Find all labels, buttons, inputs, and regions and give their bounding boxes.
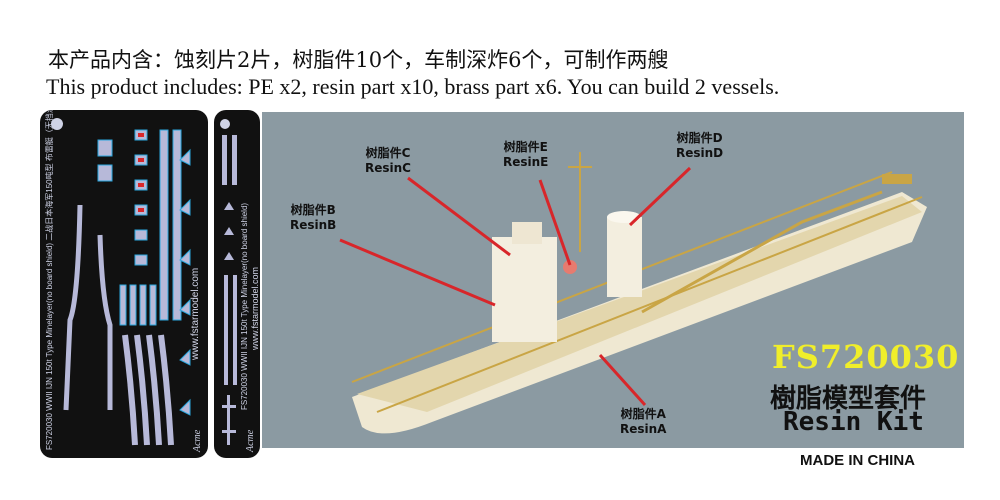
- kit-title-cn: 樹脂模型套件: [770, 384, 927, 414]
- header-english: This product includes: PE x2, resin part…: [46, 74, 780, 99]
- callout-line-c: [407, 176, 511, 257]
- header-chinese: 本产品内含：蚀刻片2片，树脂件10个，车制深炸6个，可制作两艘: [48, 48, 669, 72]
- kit-title-en: Resin Kit: [783, 407, 924, 437]
- callout-line-a: [598, 353, 647, 407]
- pe-sheet-b-parts: [220, 119, 237, 445]
- callout-line-b: [339, 238, 496, 307]
- pe-sheet-a: FS720030 WWII IJN 150t Type Minelayer(no…: [40, 110, 208, 458]
- resin-ship-model: [351, 152, 927, 434]
- callout-line-e: [538, 179, 572, 266]
- product-code: FS720030: [772, 338, 960, 376]
- callout-line-d: [628, 166, 692, 227]
- product-photo: [262, 112, 964, 448]
- pe-sheet-b: FS720030 WWII IJN 150t Type Minelayer(no…: [214, 110, 260, 458]
- made-in-label: MADE IN CHINA: [800, 452, 915, 469]
- pe-sheet-a-parts: [51, 118, 191, 446]
